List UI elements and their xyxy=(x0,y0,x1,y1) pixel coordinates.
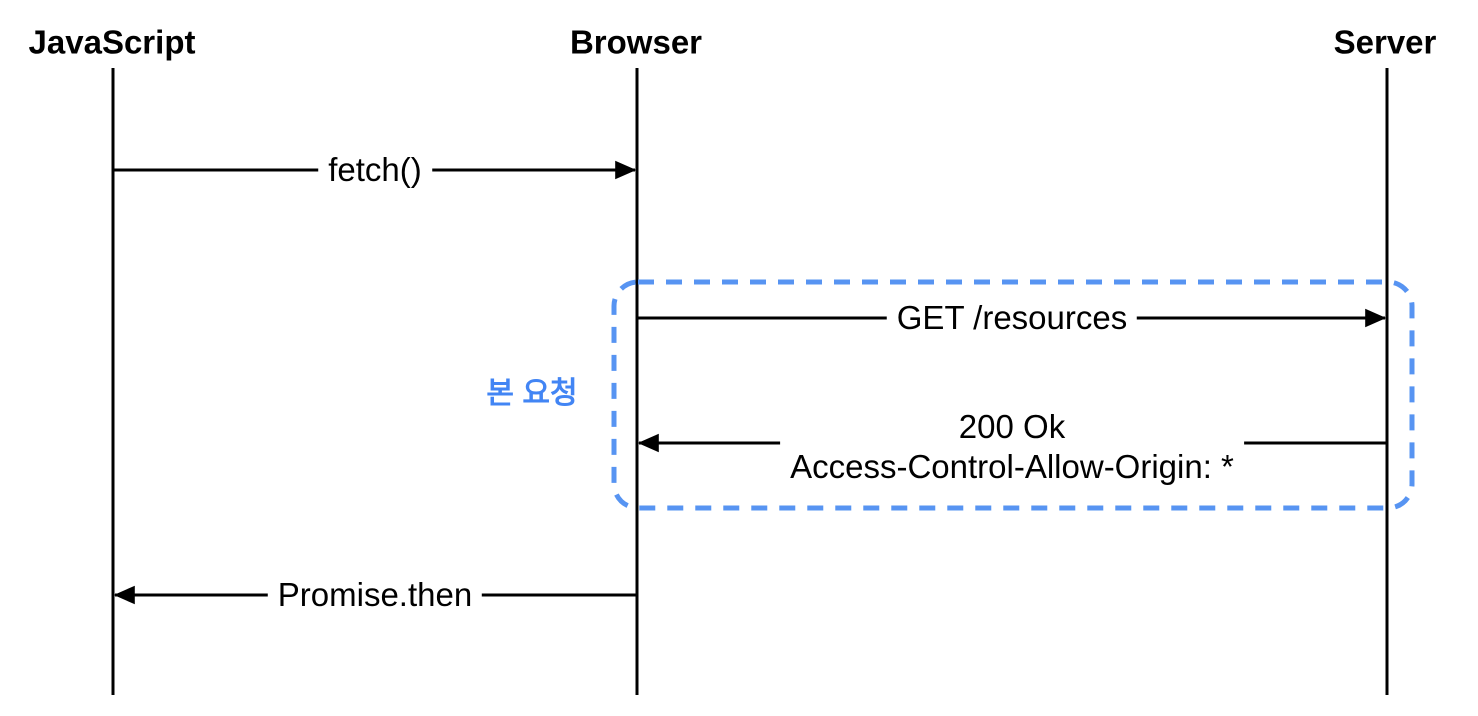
message-label-fetch: fetch() xyxy=(318,147,432,193)
actor-title-server: Server xyxy=(1333,23,1437,61)
message-label-get-resources: GET /resources xyxy=(886,295,1138,341)
message-label-promise-then: Promise.then xyxy=(267,572,483,618)
cors-highlight-box xyxy=(611,279,1415,511)
actor-title-javascript: JavaScript xyxy=(28,23,196,61)
annotation-main-request: 본 요청 xyxy=(486,377,578,410)
message-label-response: 200 Ok Access-Control-Allow-Origin: * xyxy=(780,404,1244,490)
actor-title-browser: Browser xyxy=(569,23,703,61)
